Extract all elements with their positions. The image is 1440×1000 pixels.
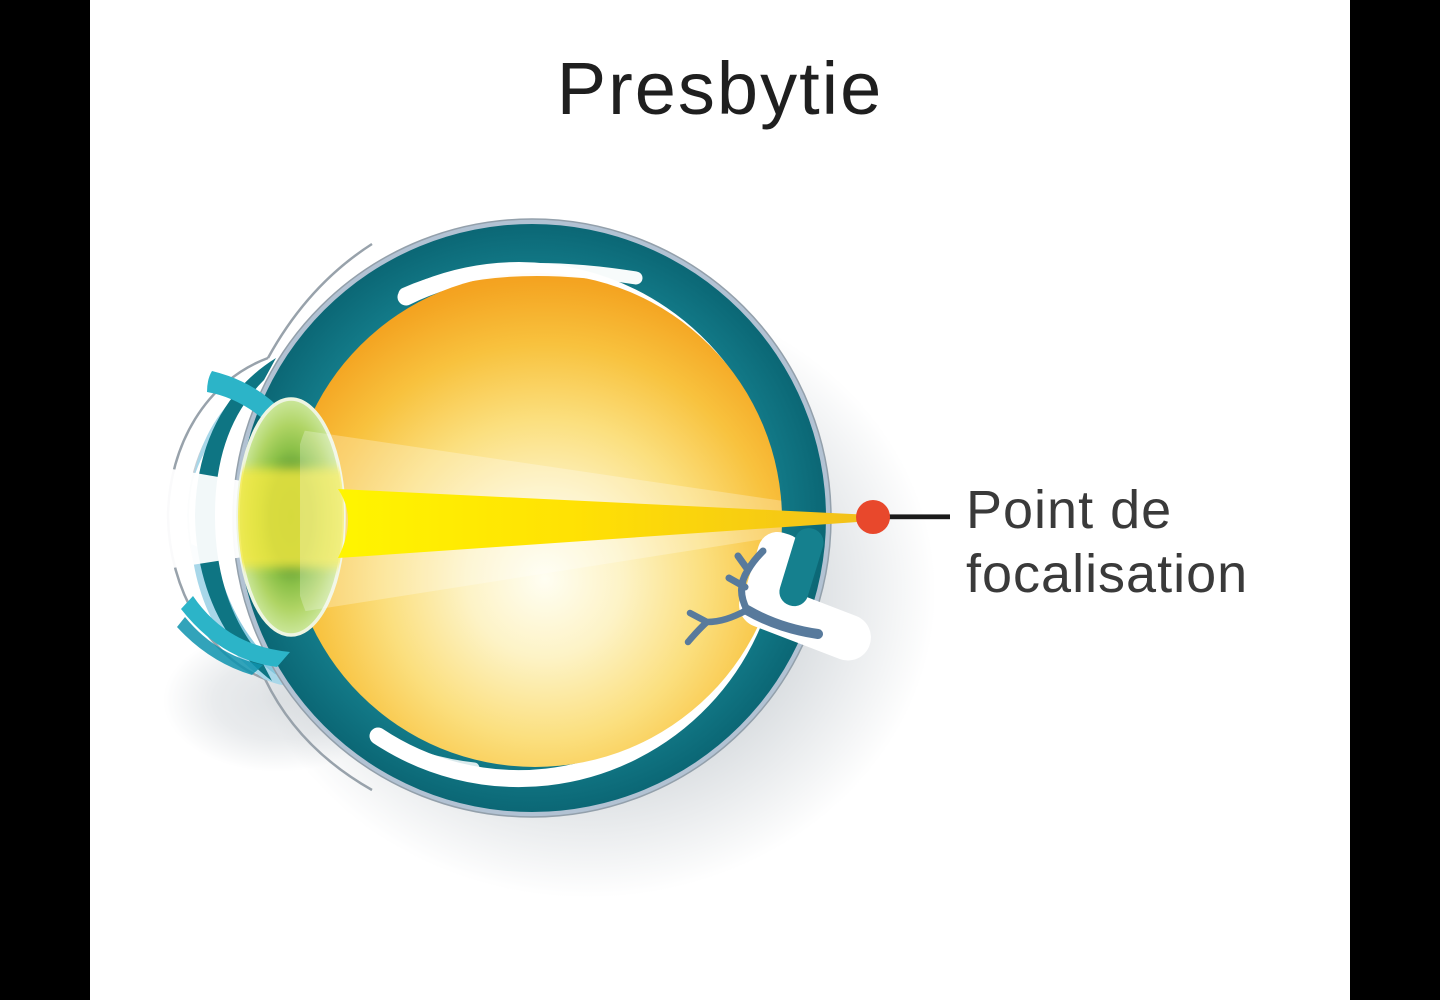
cornea-bottom-junction-line (263, 678, 373, 792)
focal-point-label: Point de focalisation (966, 480, 1249, 604)
right-black-bar (1350, 0, 1440, 1000)
lens-light-band (238, 468, 344, 568)
left-black-bar (0, 0, 90, 1000)
blood-vessels-illustration (684, 547, 823, 646)
vitreous-bottom-highlight (378, 736, 480, 774)
focused-light-ray (338, 489, 873, 558)
cornea-top-junction-line (266, 242, 373, 359)
sclera-collar (195, 358, 276, 681)
light-path-and-lens (166, 371, 873, 675)
ciliary-cyan-lower (181, 596, 290, 667)
page-title: Presbytie (556, 47, 884, 130)
focal-point-dot (856, 500, 890, 534)
vitreous-top-highlight (398, 262, 643, 301)
sclera-stub (779, 528, 824, 607)
ciliary-cyan-lower-deep (177, 617, 263, 675)
focal-point-annotation (856, 500, 950, 534)
annotation-connector-line (878, 514, 950, 520)
eyeball (195, 218, 832, 818)
